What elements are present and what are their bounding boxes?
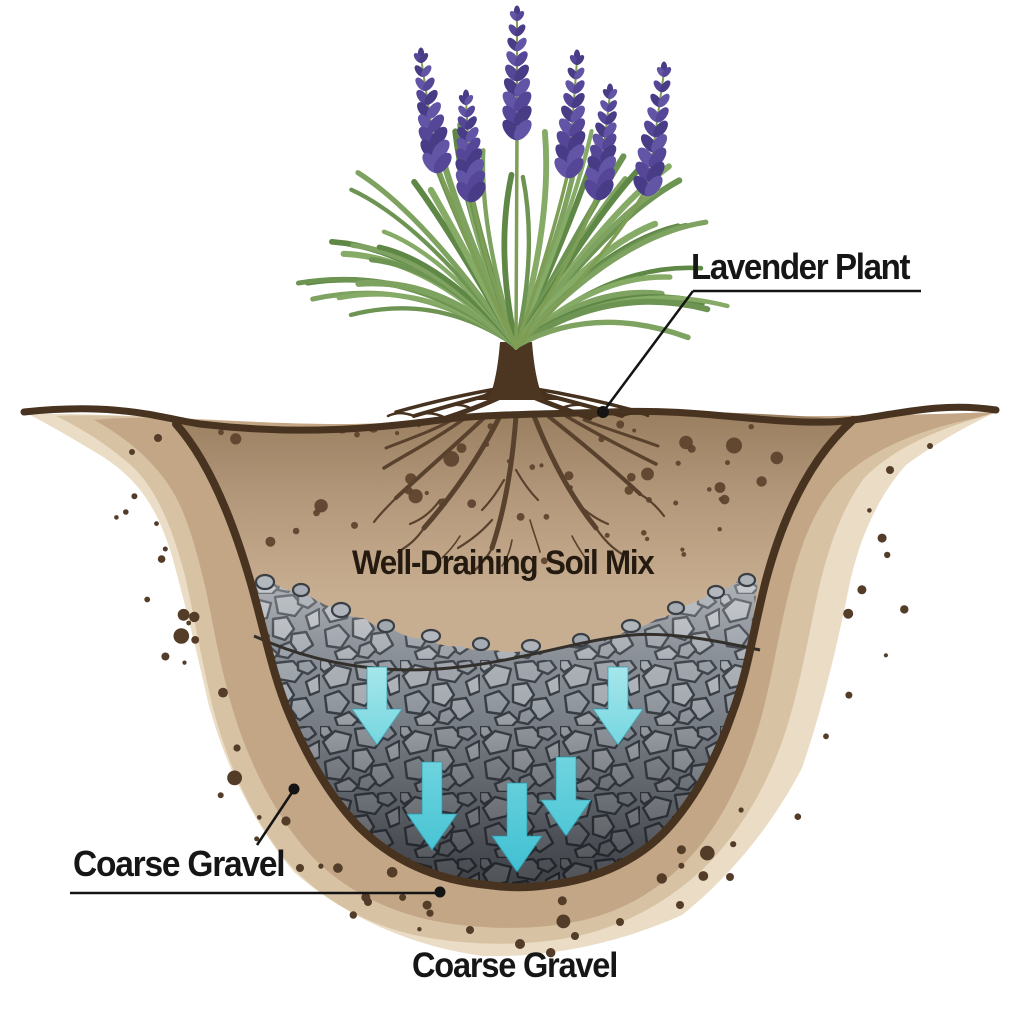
gravel-side-underline-dot — [434, 886, 446, 898]
label-well-draining-soil-mix: Well-Draining Soil Mix — [352, 544, 655, 582]
label-coarse-gravel-bottom: Coarse Gravel — [412, 946, 618, 985]
lavender-plant — [295, 5, 730, 421]
drainage-arrows — [351, 666, 644, 873]
flower-spikes — [413, 5, 672, 350]
gravel-layer — [250, 572, 761, 888]
native-soil-speckles — [114, 434, 933, 958]
gravel-divider-line — [253, 632, 761, 672]
gravel-edge-stones — [254, 572, 757, 654]
plant-leader-line — [601, 290, 695, 413]
gravel-side-leader-line — [255, 790, 295, 846]
ground-surface-line — [20, 403, 1000, 434]
root-system-underground — [372, 413, 666, 576]
plant-leader-dot — [597, 406, 609, 418]
label-lavender-plant: Lavender Plant — [691, 246, 911, 287]
trunk — [488, 342, 544, 400]
gravel-side-leader-dot — [288, 783, 300, 795]
label-coarse-gravel-side: Coarse Gravel — [73, 843, 286, 884]
leader-lines — [70, 289, 921, 898]
hole-outline — [172, 416, 857, 892]
